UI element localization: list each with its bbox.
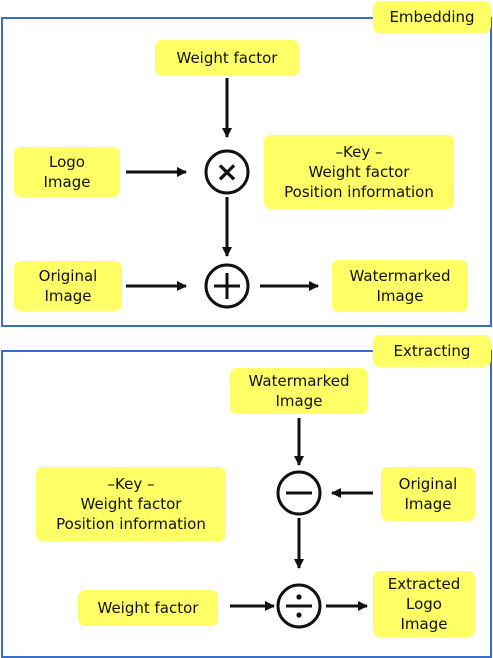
embedding-tag: Embedding [373, 1, 491, 33]
weight-factor-box-extract: Weight factor [78, 590, 218, 626]
subtract-operator [276, 470, 322, 516]
original-image-box: Original Image [14, 261, 122, 311]
original-image-box-extract: Original Image [381, 467, 475, 521]
weight-factor-box: Weight factor [155, 40, 299, 76]
watermarked-image-box: Watermarked Image [332, 260, 468, 312]
multiply-symbol: × [215, 155, 238, 188]
extracted-logo-box: Extracted Logo Image [373, 571, 475, 637]
watermarked-image-box-extract: Watermarked Image [230, 368, 368, 414]
multiply-operator: × [204, 149, 250, 195]
add-operator [204, 263, 250, 309]
key-info-box: –Key – Weight factor Position informatio… [264, 135, 454, 209]
extracting-tag: Extracting [373, 335, 491, 367]
divide-operator [276, 583, 322, 629]
logo-image-box: Logo Image [14, 147, 120, 197]
key-info-box-extract: –Key – Weight factor Position informatio… [36, 467, 226, 541]
